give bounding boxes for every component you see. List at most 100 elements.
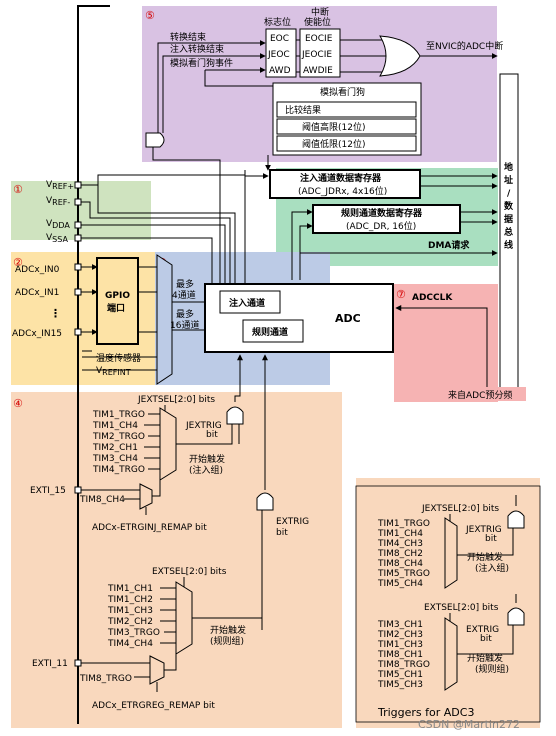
svg-text:TIM8_CH2: TIM8_CH2 <box>377 549 423 559</box>
vssa-label: VSSA <box>46 233 68 244</box>
region-number-2: ② <box>13 256 23 269</box>
injected-data-register <box>269 169 421 199</box>
injected-channel-box <box>219 290 281 314</box>
adc3-start-inj-2: (注入组) <box>475 562 509 574</box>
reg-remap-label: ADCx_ETRGREG_REMAP bit <box>92 701 215 711</box>
inj-remap-mux <box>139 483 153 510</box>
event-jeoc: 注入转换结束 <box>170 43 224 55</box>
adc3-start-reg-1: 开始触发 <box>467 652 503 664</box>
exti11-pin <box>74 659 82 667</box>
regular-channel-box <box>242 319 304 343</box>
svg-text:TIM2_CH1: TIM2_CH1 <box>92 443 138 453</box>
extrig-and-icon <box>256 492 274 511</box>
region-power-bg <box>11 181 151 240</box>
inj-mux-out <box>176 424 233 445</box>
gpio-label-1: GPIO <box>105 291 130 301</box>
region-number-4: ④ <box>13 397 23 410</box>
analog-inputs: ADCx_IN0 ADCx_IN1 ⋮ ADCx_IN15 <box>12 263 98 339</box>
svg-text:TIM5_TRGO: TIM5_TRGO <box>377 569 430 579</box>
svg-text:TIM2_CH3: TIM2_CH3 <box>377 630 423 640</box>
adc3-inj-out <box>457 528 514 556</box>
svg-text:TIM4_CH3: TIM4_CH3 <box>377 539 423 549</box>
start-reg-1: 开始触发 <box>210 624 246 636</box>
adc3-reg-out <box>457 625 514 655</box>
svg-text:TIM8_CH4: TIM8_CH4 <box>377 559 423 569</box>
flag-eoc: EOC <box>270 34 289 44</box>
wd-compare-box <box>276 101 417 118</box>
adc3-jextsel: JEXTSEL[2:0] bits <box>421 504 499 514</box>
svg-text:TIM1_CH4: TIM1_CH4 <box>92 421 138 431</box>
adc3-start-reg-2: (规则组) <box>475 663 509 675</box>
gpio-label-2: 端口 <box>107 302 125 314</box>
svg-text:TIM1_CH2: TIM1_CH2 <box>107 595 153 605</box>
adc3-reg-sources: TIM3_CH1 TIM2_CH3 TIM1_CH3 TIM8_CH1 TIM8… <box>377 620 430 690</box>
event-eoc: 转换结束 <box>170 31 206 43</box>
event-awd: 模拟看门狗事件 <box>170 57 233 69</box>
wd-low: 阈值低限(12位) <box>302 138 365 150</box>
extsel-label: EXTSEL[2:0] bits <box>152 567 227 577</box>
in1-label: ADCx_IN1 <box>15 288 59 298</box>
bus-label: 地址/数据总线 <box>504 161 514 251</box>
reg-remap-mux <box>149 655 165 685</box>
vref-plus-label: VREF+ <box>46 180 74 191</box>
adc3-extrig-1: EXTRIG <box>466 625 499 635</box>
svg-text:TIM1_CH3: TIM1_CH3 <box>377 640 423 650</box>
svg-text:TIM2_CH2: TIM2_CH2 <box>107 617 153 627</box>
jextrig-and-icon <box>226 406 244 425</box>
reg-trigger-mux <box>175 581 193 655</box>
svg-text:TIM3_CH4: TIM3_CH4 <box>92 454 138 464</box>
jextrig-2: bit <box>206 430 218 440</box>
adc3-start-inj-1: 开始触发 <box>467 551 503 563</box>
adc3-extsel: EXTSEL[2:0] bits <box>424 603 499 613</box>
svg-text:TIM1_CH3: TIM1_CH3 <box>107 606 153 616</box>
jextsel-label: JEXTSEL[2:0] bits <box>137 395 215 405</box>
extrig-2: bit <box>276 528 288 538</box>
and-gate-icon <box>145 132 165 148</box>
watchdog-title: 模拟看门狗 <box>320 86 365 98</box>
enable-awdie: AWDIE <box>303 66 333 76</box>
jextrig-to-adc <box>234 354 243 402</box>
nvic-output-label: 至NVIC的ADC中断 <box>426 40 503 52</box>
svg-text:TIM4_TRGO: TIM4_TRGO <box>92 465 145 475</box>
vdda-label: VDDA <box>46 219 70 230</box>
max4-2: 4通道 <box>172 289 196 301</box>
analog-mux <box>156 254 173 385</box>
wd-out-line <box>204 70 273 87</box>
clock-arrow <box>395 305 488 392</box>
clock-source-bg <box>446 387 526 401</box>
svg-text:TIM8_TRGO: TIM8_TRGO <box>377 660 430 670</box>
svg-text:TIM8_CH1: TIM8_CH1 <box>377 650 423 660</box>
left-bus-line <box>77 5 110 724</box>
adc3-inj-mux <box>444 517 458 589</box>
power-pins: VREF+ VREF- VDDA VSSA <box>46 170 246 290</box>
exti15-label: EXTI_15 <box>30 486 66 496</box>
region-clock-bg <box>394 284 498 402</box>
svg-text:TIM1_TRGO: TIM1_TRGO <box>377 519 430 529</box>
flag-jeoc: JEOC <box>267 50 290 60</box>
region-number-1: ① <box>13 183 23 196</box>
enable-column-label-2: 使能位 <box>304 16 331 28</box>
adc3-extrig-2: bit <box>480 634 492 644</box>
region-number-5: ⑤ <box>145 9 155 22</box>
inj-remap-label: ADCx-ETRGINJ_REMAP bit <box>92 523 207 533</box>
max4-1: 最多 <box>176 278 194 290</box>
region-number-7: ⑦ <box>396 288 406 301</box>
enable-box <box>299 28 341 78</box>
enable-eocie: EOCIE <box>305 34 333 44</box>
wd-low-box <box>276 135 417 152</box>
svg-text:TIM4_CH4: TIM4_CH4 <box>107 639 153 649</box>
to-reg-reg-1 <box>291 209 313 280</box>
injected-channel: 注入通道 <box>229 297 265 309</box>
input-dots: ⋮ <box>50 307 61 320</box>
clock-source: 来自ADC预分频 <box>448 389 512 401</box>
svg-text:TIM1_TRGO: TIM1_TRGO <box>92 410 145 420</box>
vref-minus-label: VREF- <box>46 196 70 207</box>
reg-remap-out <box>164 654 177 671</box>
adc3-inj-sources: TIM1_TRGO TIM1_CH4 TIM4_CH3 TIM8_CH2 TIM… <box>377 519 430 589</box>
reg-trigger-sources: TIM1_CH1 TIM1_CH2 TIM1_CH3 TIM2_CH2 TIM3… <box>107 584 176 649</box>
exti15-pin <box>74 486 82 494</box>
adc3-title: Triggers for ADC3 <box>377 706 474 719</box>
adcclk-label: ADCCLK <box>412 293 453 303</box>
inj-trigger-mux <box>159 407 177 481</box>
